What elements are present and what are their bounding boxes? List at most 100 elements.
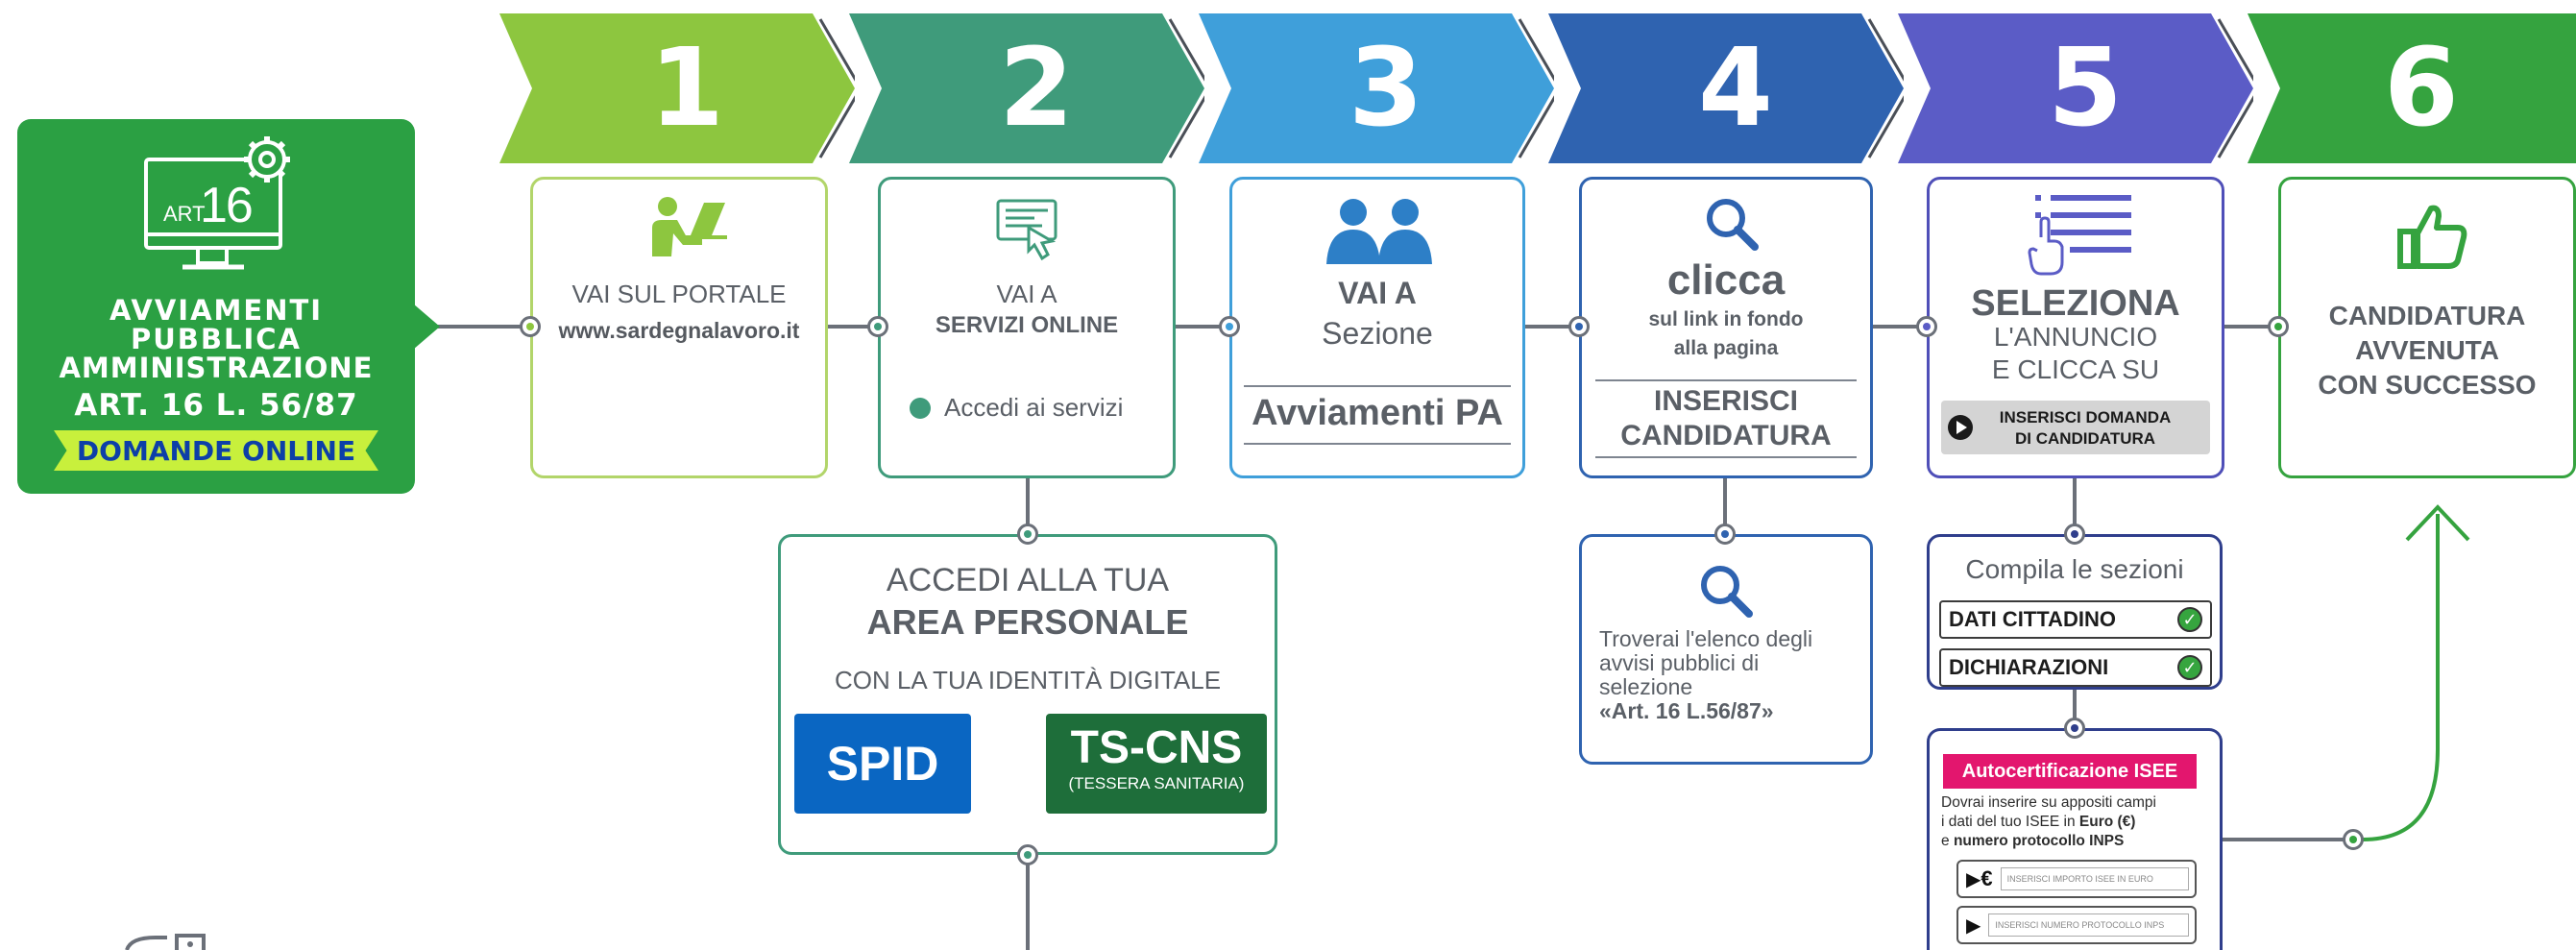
step6-box: CANDIDATURA AVVENUTA CON SUCCESSO — [2278, 177, 2576, 478]
insert-application-button[interactable]: INSERISCI DOMANDA DI CANDIDATURA — [1941, 401, 2210, 454]
connector-dot — [2268, 316, 2289, 337]
step-3-chevron: 3 — [1199, 13, 1554, 163]
step3-box: VAI A Sezione Avviamenti PA — [1229, 177, 1525, 478]
citizen-data-section[interactable]: DATI CITTADINO ✓ — [1939, 600, 2212, 639]
isee-text2: i dati del tuo ISEE in Euro (€) — [1941, 814, 2136, 830]
step-6-chevron: 6 — [2248, 13, 2576, 163]
step-4-number: 4 — [1698, 26, 1773, 151]
bullet-icon — [910, 397, 931, 419]
tscns-button[interactable]: TS-CNS (TESSERA SANITARIA) — [1046, 714, 1267, 814]
art-label: ART. — [163, 202, 209, 226]
monitor-gear-icon — [144, 136, 290, 270]
step4-line3: alla pagina — [1673, 337, 1779, 359]
intro-title-line2: PUBBLICA — [130, 323, 302, 355]
step4-box: clicca sul link in fondo alla pagina INS… — [1579, 177, 1873, 478]
connector-dot — [1568, 316, 1590, 337]
connector-dot — [2064, 718, 2085, 739]
step-1-number: 1 — [649, 26, 724, 151]
inps-protocol-placeholder: INSERISCI NUMERO PROTOCOLLO INPS — [1988, 913, 2189, 937]
connector-dot — [1219, 316, 1240, 337]
area-line1: ACCEDI ALLA TUA — [886, 562, 1170, 598]
play-icon — [1948, 415, 1973, 440]
isee-box: Autocertificazione ISEE Dovrai inserire … — [1927, 728, 2223, 950]
step1-box: VAI SUL PORTALE www.sardegnalavoro.it — [530, 177, 828, 478]
step4-click: clicca — [1666, 256, 1786, 304]
pa-section-link[interactable]: Avviamenti PA — [1252, 393, 1503, 433]
notices-line3: selezione — [1599, 674, 1693, 699]
spid-button[interactable]: SPID — [794, 714, 971, 814]
tscns-sublabel: (TESSERA SANITARIA) — [1068, 774, 1245, 792]
connector-dot — [867, 316, 888, 337]
online-services-link[interactable]: SERVIZI ONLINE — [935, 312, 1119, 338]
insert-application-line1[interactable]: INSERISCI — [1653, 385, 1799, 417]
step5-line3: E CLICCA SU — [1991, 354, 2160, 384]
intro-arrow-tip — [413, 304, 440, 350]
check-icon: ✓ — [2177, 607, 2202, 632]
isee-header: Autocertificazione ISEE — [1943, 754, 2197, 789]
button-line1: INSERISCI DOMANDA — [1999, 408, 2172, 426]
online-banner: DOMANDE ONLINE — [54, 430, 378, 471]
step5-select: SELEZIONA — [1971, 283, 2180, 324]
isee-amount-placeholder: INSERISCI IMPORTO ISEE IN EURO — [2000, 867, 2189, 890]
step1-line1: VAI SUL PORTALE — [571, 280, 787, 308]
spid-label: SPID — [826, 737, 939, 791]
step-5-number: 5 — [2048, 26, 2123, 151]
step-4-chevron: 4 — [1548, 13, 1904, 163]
step2-box: VAI A SERVIZI ONLINE Accedi ai servizi — [878, 177, 1176, 478]
connector-dot — [1714, 524, 1736, 545]
inps-protocol-field[interactable]: ▶ INSERISCI NUMERO PROTOCOLLO INPS — [1956, 906, 2197, 944]
step-1-chevron: 1 — [499, 13, 855, 163]
isee-text1: Dovrai inserire su appositi campi — [1941, 794, 2156, 811]
notices-line2: avvisi pubblici di — [1599, 650, 1760, 675]
euro-symbol: € — [1981, 866, 1993, 890]
access-services-item[interactable]: Accedi ai servizi — [910, 393, 1123, 423]
intro-title-line1: AVVIAMENTI — [109, 294, 324, 327]
sections-title: Compila le sezioni — [1965, 554, 2184, 584]
connector-dot — [1916, 316, 1937, 337]
isee-amount-field[interactable]: ▶ € INSERISCI IMPORTO ISEE IN EURO — [1956, 860, 2197, 898]
step5-line2: L'ANNUNCIO — [1993, 322, 2158, 352]
connector-dot — [1017, 844, 1038, 865]
search-icon — [1701, 566, 1753, 618]
access-services-label: Accedi ai servizi — [944, 393, 1124, 422]
step3-line1: VAI A — [1338, 276, 1417, 310]
personal-area-box: ACCEDI ALLA TUA AREA PERSONALE CON LA TU… — [778, 534, 1277, 855]
step6-line1: CANDIDATURA — [2328, 301, 2526, 330]
online-banner-label: DOMANDE ONLINE — [76, 434, 356, 467]
isee-header-label: Autocertificazione ISEE — [1961, 760, 2178, 782]
step5-box: SELEZIONA L'ANNUNCIO E CLICCA SU INSERIS… — [1927, 177, 2224, 478]
step3-line2: Sezione — [1322, 316, 1433, 351]
connector-dot — [2064, 524, 2085, 545]
people-icon — [1326, 199, 1432, 264]
search-icon — [1707, 199, 1759, 251]
insert-application-line2[interactable]: CANDIDATURA — [1620, 420, 1832, 451]
step6-line3: CON SUCCESSO — [2318, 370, 2537, 400]
check-icon: ✓ — [2177, 655, 2202, 680]
citizen-data-label: DATI CITTADINO — [1949, 607, 2116, 631]
tscns-label: TS-CNS — [1070, 722, 1243, 773]
connector-dot — [520, 316, 541, 337]
step-6-number: 6 — [2384, 26, 2459, 151]
public-notices-box: Troverai l'elenco degli avvisi pubblici … — [1579, 534, 1873, 765]
portal-link[interactable]: www.sardegnalavoro.it — [558, 318, 800, 343]
declarations-label: DICHIARAZIONI — [1949, 655, 2109, 679]
connector-dot — [1017, 524, 1038, 545]
notices-line1: Troverai l'elenco degli — [1599, 626, 1813, 651]
connector-dot — [2343, 829, 2364, 850]
list-tap-icon — [2028, 195, 2131, 276]
button-line2: DI CANDIDATURA — [2014, 429, 2156, 448]
step-3-number: 3 — [1349, 26, 1423, 151]
notices-line4: «Art. 16 L.56/87» — [1599, 698, 1774, 723]
step6-line2: AVVENUTA — [2355, 335, 2499, 365]
intro-title-line3: AMMINISTRAZIONE — [59, 352, 374, 384]
declarations-section[interactable]: DICHIARAZIONI ✓ — [1939, 648, 2212, 687]
step-2-chevron: 2 — [849, 13, 1204, 163]
step4-line2: sul link in fondo — [1648, 308, 1804, 330]
partial-icon — [125, 934, 206, 950]
intro-law: ART. 16 L. 56/87 — [74, 388, 358, 423]
person-laptop-icon — [652, 197, 727, 256]
intro-card: ART. 16 AVVIAMENTI PUBBLICA AMMINISTRAZI… — [17, 119, 415, 494]
touch-screen-icon — [996, 199, 1057, 261]
step2-line1: VAI A — [996, 280, 1057, 308]
area-line2: AREA PERSONALE — [866, 602, 1189, 642]
